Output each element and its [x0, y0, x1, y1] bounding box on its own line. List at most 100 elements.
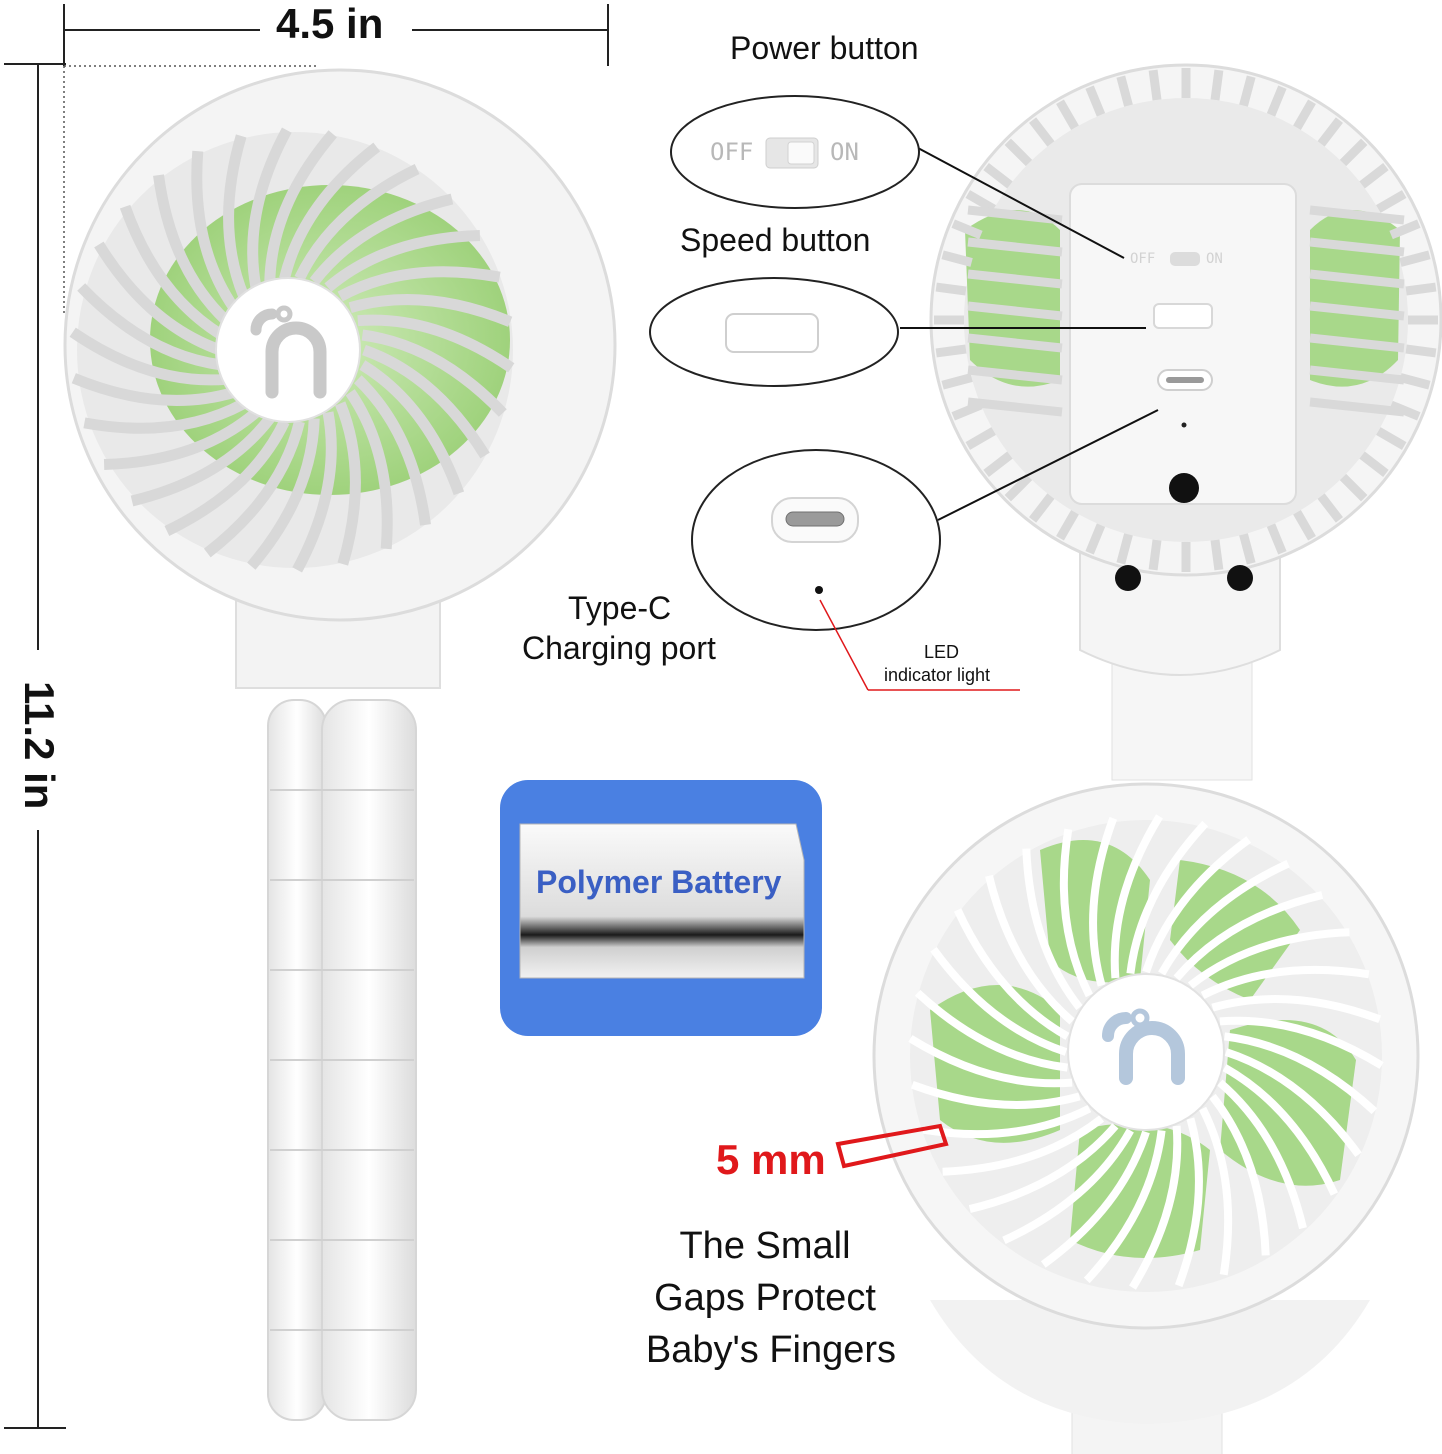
rear-vent-slat [1339, 138, 1368, 167]
grill-spoke [279, 142, 381, 280]
grill-spoke [922, 1105, 1092, 1139]
grill-spoke [359, 360, 465, 496]
grill-spoke [1142, 836, 1252, 974]
grill-spoke [1199, 1106, 1233, 1276]
rear-vent-slat [1359, 451, 1389, 477]
led-pointer [819, 599, 1020, 691]
grill-spoke [1126, 820, 1209, 974]
rear-vent-slat [951, 219, 983, 240]
grill-spoke [69, 327, 227, 386]
grill-spoke [908, 1035, 1073, 1088]
rear-vent-slat [1376, 427, 1407, 450]
grill-spoke [1211, 995, 1382, 1024]
grill-spoke [1110, 814, 1163, 979]
rear-vent-slat [935, 344, 967, 358]
side-vent-slat [967, 333, 1063, 353]
grill-spoke [264, 130, 337, 282]
rear-vent-slat [1148, 539, 1162, 571]
rear-vent-slat [1317, 117, 1343, 147]
battery-badge [500, 780, 822, 1036]
type-c-port-callout [691, 449, 941, 631]
rear-vent-slat [1389, 219, 1421, 240]
rear-vent-slat [965, 190, 996, 213]
brand-logo-icon [250, 305, 327, 399]
grill-spoke [119, 204, 225, 340]
led-label-line2: indicator light [884, 665, 991, 685]
left-fan [63, 68, 617, 1421]
width-dimension [63, 4, 609, 316]
grill-spoke [361, 329, 507, 417]
grill-spoke [1173, 891, 1324, 981]
grill-spoke [1089, 816, 1118, 987]
back-switch-on-text: ON [1206, 251, 1223, 267]
grill-spoke [1219, 1016, 1384, 1069]
rear-vent-slat [1004, 138, 1033, 167]
rear-vent-slat [1085, 85, 1106, 117]
rear-vent-slat [983, 163, 1013, 189]
rear-vent-slat [1029, 493, 1055, 523]
grill-spoke [247, 127, 292, 289]
switch-off-text: OFF [710, 138, 754, 166]
type-c-label-line2: Charging port [522, 630, 716, 666]
rear-vent-slat [1405, 282, 1437, 296]
side-vent-slat [1309, 301, 1405, 321]
tripod-legs [267, 699, 417, 1421]
speed-button-label: Speed button [680, 222, 871, 258]
rear-vent-slat [1317, 493, 1343, 523]
speed-button-callout [649, 277, 899, 387]
grill-spoke [1158, 859, 1290, 976]
rear-vent-slat [1239, 533, 1256, 565]
rear-vent-slat [983, 451, 1013, 477]
side-vent-slat [1309, 205, 1405, 225]
gap-measure-label: 5 mm [716, 1136, 826, 1183]
grill-spoke [191, 150, 239, 311]
grill-spoke [1224, 1048, 1362, 1158]
rear-vent-slat [941, 373, 973, 390]
side-vent-slat [967, 237, 1063, 257]
grill-spoke [985, 874, 1075, 1025]
tagline-line2: Gaps Protect [654, 1277, 876, 1319]
gap-measure-marker [835, 1123, 949, 1169]
tagline-line1: The Small [679, 1225, 851, 1267]
grill-spoke [83, 398, 247, 434]
grill-spoke [1224, 1032, 1378, 1115]
rear-vent-slat [1405, 344, 1437, 358]
rear-vent-slat [941, 250, 973, 267]
grill-spoke [1200, 965, 1370, 999]
rear-vent-slat [1339, 473, 1368, 502]
side-vent-slat [967, 205, 1063, 225]
side-vent-slat [1309, 237, 1405, 257]
grill-spoke [337, 266, 501, 302]
grill-spoke [1217, 1079, 1307, 1230]
rear-vent-slat [1266, 523, 1287, 555]
grill-spoke [953, 908, 1070, 1040]
grill-spoke [914, 989, 1068, 1072]
grill-spoke [1209, 1093, 1270, 1256]
back-view-fan [929, 63, 1442, 781]
type-c-label-line1: Type-C [568, 590, 672, 626]
grill-spoke [335, 401, 361, 566]
side-vent-slat [1309, 397, 1405, 417]
grill-spoke [1129, 1125, 1182, 1290]
height-dimension [4, 63, 66, 1429]
battery-label: Polymer Battery [536, 864, 782, 900]
rear-vent-slat [1399, 373, 1431, 390]
rear-vent-slat [1029, 117, 1055, 147]
side-vent-slat [967, 365, 1063, 385]
grill-spoke [910, 1080, 1081, 1109]
grill-spoke [1022, 848, 1083, 1011]
power-button-label: Power button [730, 30, 919, 66]
height-label: 11.2 in [16, 681, 63, 810]
grill-spoke [203, 420, 305, 558]
brand-logo-icon [1102, 1008, 1185, 1085]
side-vent-slat [1309, 365, 1405, 385]
rear-vent-slat [1239, 75, 1256, 107]
grill-spoke [357, 314, 515, 373]
side-vent-slat [967, 301, 1063, 321]
grill-spoke [247, 418, 320, 570]
rear-vent-slat [1399, 250, 1431, 267]
switch-on-text: ON [830, 138, 859, 166]
rear-vent-slat [1359, 163, 1389, 189]
rear-vent-slat [1376, 190, 1407, 213]
